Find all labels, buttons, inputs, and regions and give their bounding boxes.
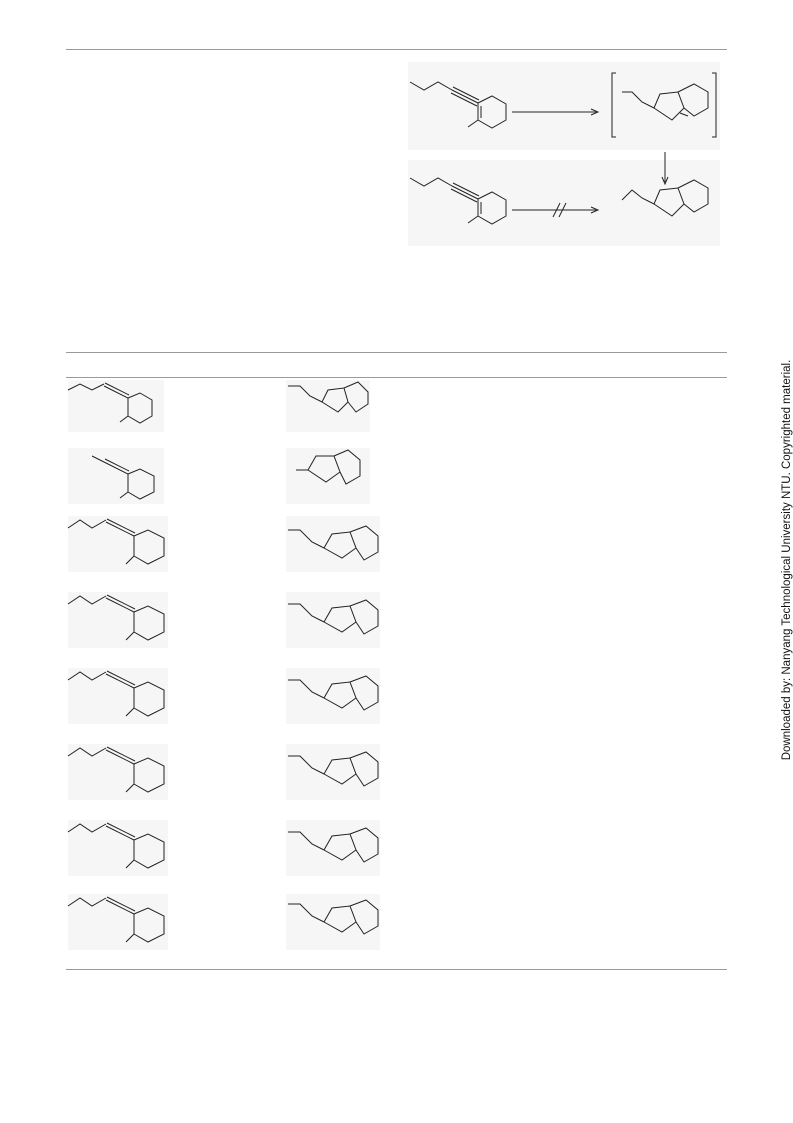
starting-alkyne-bottom: [409, 177, 507, 225]
blocked-mark-1: [552, 202, 561, 218]
table-header-rule-top: [66, 352, 727, 353]
table-header-rule-bottom: [66, 377, 727, 378]
entry-2-substrate: [68, 448, 164, 504]
entry-5-substrate: [67, 668, 168, 724]
arrowhead-blocked: [590, 206, 600, 214]
entry-1-product: [286, 380, 370, 432]
scheme-panel-bottom: [408, 160, 720, 246]
entry-4-product: [286, 592, 380, 648]
entry-3-product: [286, 516, 380, 572]
entry-6-substrate: [67, 744, 168, 800]
product-indene: [621, 179, 709, 217]
entry-4-substrate: [67, 592, 168, 648]
entry-8-product: [286, 894, 380, 950]
entry-7-product: [286, 820, 380, 876]
blocked-mark-2: [558, 202, 567, 218]
scheme-reaction: [408, 62, 720, 246]
entry-3-substrate: [67, 516, 168, 572]
entry-6-product: [286, 744, 380, 800]
arrowhead-down: [661, 176, 669, 186]
scheme-panel-top: [408, 62, 720, 150]
entry-7-substrate: [67, 820, 168, 876]
bracketed-intermediate: [611, 72, 717, 138]
starting-alkyne-top: [409, 81, 507, 129]
top-rule: [66, 49, 727, 50]
arrowhead-top: [590, 108, 600, 116]
entry-1-substrate: [67, 380, 164, 432]
table-bottom-rule: [66, 969, 727, 970]
entry-8-substrate: [67, 894, 168, 950]
entry-2-product: [286, 448, 370, 504]
table-entries: [67, 380, 380, 950]
entry-5-product: [286, 668, 380, 724]
